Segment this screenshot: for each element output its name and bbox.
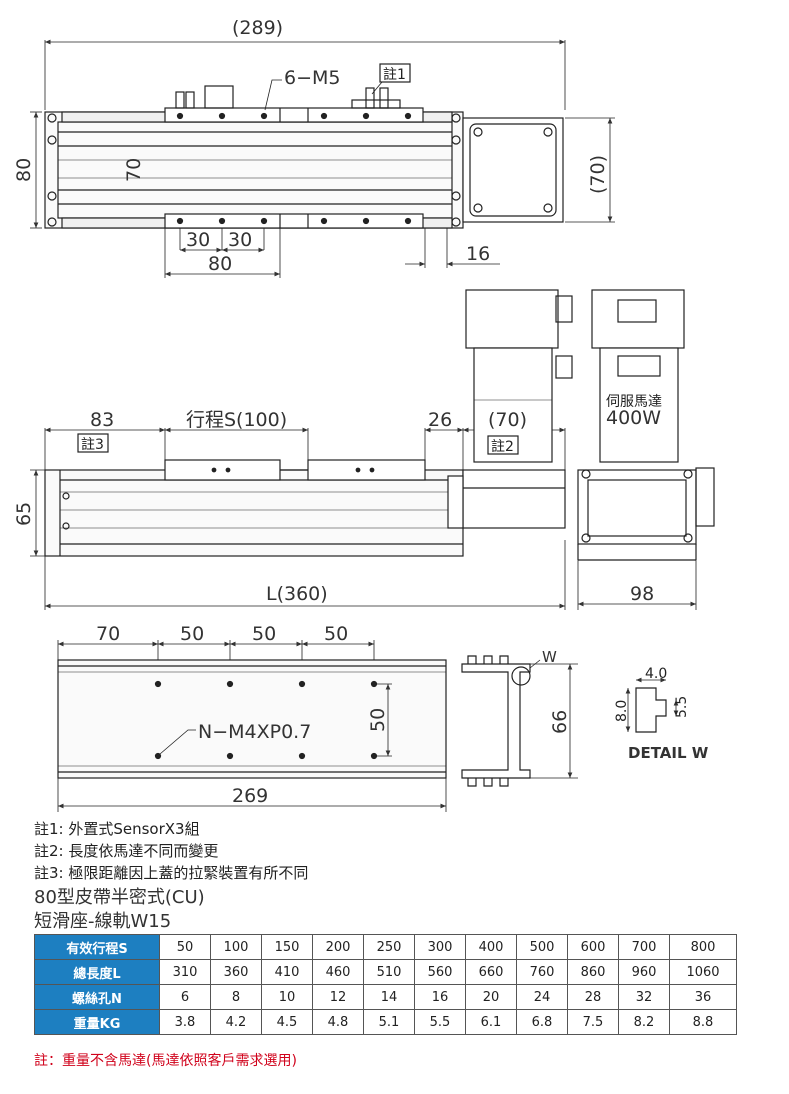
spec-cell: 6 bbox=[159, 984, 211, 1010]
spec-cell: 250 bbox=[363, 934, 415, 960]
spec-cell: 500 bbox=[516, 934, 568, 960]
note-2: 註2: 長度依馬達不同而變更 bbox=[34, 842, 219, 860]
technical-drawing: (289) 6−M5 註1 80 70 30 30 80 16 (70) bbox=[13, 17, 715, 812]
dim-base-70: 70 bbox=[96, 623, 120, 645]
spec-cell: 16 bbox=[414, 984, 466, 1010]
spec-cell: 3.8 bbox=[159, 1009, 211, 1035]
spec-cell: 36 bbox=[669, 984, 737, 1010]
spec-cell: 800 bbox=[669, 934, 737, 960]
spec-cell: 460 bbox=[312, 959, 364, 985]
dim-base-50-a: 50 bbox=[180, 623, 204, 645]
dim-carriage-80: 80 bbox=[208, 253, 232, 275]
dim-profile-66: 66 bbox=[549, 710, 571, 734]
dim-left-83: 83 bbox=[90, 409, 114, 431]
dim-pitch-2: 30 bbox=[228, 229, 252, 251]
spec-cell: 10 bbox=[261, 984, 313, 1010]
spec-cell: 860 bbox=[567, 959, 619, 985]
spec-cell: 300 bbox=[414, 934, 466, 960]
spec-row-label: 螺絲孔N bbox=[34, 984, 160, 1010]
spec-cell: 8.8 bbox=[669, 1009, 737, 1035]
spec-cell: 100 bbox=[210, 934, 262, 960]
weight-footnote: 註：重量不含馬達(馬達依照客戶需求選用) bbox=[34, 1053, 297, 1069]
spec-cell: 6.1 bbox=[465, 1009, 517, 1035]
spec-cell: 5.1 bbox=[363, 1009, 415, 1035]
motor-label-type: 伺服馬達 bbox=[606, 394, 662, 410]
spec-cell: 7.5 bbox=[567, 1009, 619, 1035]
dim-base-50-vertical: 50 bbox=[367, 708, 389, 732]
dim-motor-70: (70) bbox=[587, 155, 609, 194]
dim-total-length: L(360) bbox=[266, 583, 328, 605]
spec-cell: 5.5 bbox=[414, 1009, 466, 1035]
model-title: 80型皮帶半密式(CU) 短滑座-線軌W15 bbox=[34, 886, 205, 934]
spec-cell: 24 bbox=[516, 984, 568, 1010]
spec-cell: 4.5 bbox=[261, 1009, 313, 1035]
note-1: 註1: 外置式SensorX3組 bbox=[34, 820, 200, 838]
dim-inner-70: 70 bbox=[123, 158, 145, 182]
model-name: 80型皮帶半密式(CU) bbox=[34, 887, 205, 908]
spec-cell: 32 bbox=[618, 984, 670, 1010]
dim-motor-70-side: (70) bbox=[488, 409, 527, 431]
spec-cell: 28 bbox=[567, 984, 619, 1010]
base-view bbox=[57, 640, 679, 812]
spec-cell: 400 bbox=[465, 934, 517, 960]
note-tag-1: 註1 bbox=[383, 67, 406, 83]
spec-cell: 760 bbox=[516, 959, 568, 985]
spec-cell: 700 bbox=[618, 934, 670, 960]
spec-cell: 50 bbox=[159, 934, 211, 960]
spec-cell: 150 bbox=[261, 934, 313, 960]
spec-cell: 14 bbox=[363, 984, 415, 1010]
detail-w-label: DETAIL W bbox=[628, 744, 709, 762]
model-subtitle: 短滑座-線軌W15 bbox=[34, 911, 172, 932]
dim-height-65: 65 bbox=[13, 502, 35, 526]
dim-pitch-1: 30 bbox=[186, 229, 210, 251]
detail-dim-5-5: 5.5 bbox=[674, 696, 690, 718]
note-tag-2: 註2 bbox=[491, 439, 514, 455]
top-view bbox=[30, 39, 615, 278]
spec-cell: 1060 bbox=[669, 959, 737, 985]
note-3: 註3: 極限距離因上蓋的拉緊裝置有所不同 bbox=[34, 864, 309, 882]
side-view bbox=[30, 289, 715, 610]
spec-cell: 660 bbox=[465, 959, 517, 985]
detail-dim-4: 4.0 bbox=[645, 666, 667, 682]
dim-m5-holes: 6−M5 bbox=[284, 67, 341, 89]
spec-cell: 310 bbox=[159, 959, 211, 985]
spec-row-label: 有效行程S bbox=[34, 934, 160, 960]
spec-cell: 4.8 bbox=[312, 1009, 364, 1035]
spec-cell: 8 bbox=[210, 984, 262, 1010]
spec-cell: 12 bbox=[312, 984, 364, 1010]
spec-row-label: 總長度L bbox=[34, 959, 160, 985]
note-tag-3: 註3 bbox=[81, 437, 104, 453]
spec-cell: 8.2 bbox=[618, 1009, 670, 1035]
dim-base-50-c: 50 bbox=[324, 623, 348, 645]
dim-gap-26: 26 bbox=[428, 409, 452, 431]
spec-cell: 4.2 bbox=[210, 1009, 262, 1035]
dim-stroke: 行程S(100) bbox=[186, 409, 287, 431]
dim-thread-holes: N−M4XP0.7 bbox=[198, 721, 311, 743]
spec-cell: 360 bbox=[210, 959, 262, 985]
notes-block: 註1: 外置式SensorX3組 註2: 長度依馬達不同而變更 註3: 極限距離… bbox=[34, 818, 308, 884]
dim-base-269: 269 bbox=[232, 785, 268, 807]
spec-cell: 200 bbox=[312, 934, 364, 960]
motor-label-power: 400W bbox=[606, 407, 661, 429]
spec-cell: 560 bbox=[414, 959, 466, 985]
spec-cell: 600 bbox=[567, 934, 619, 960]
spec-row-label: 重量KG bbox=[34, 1009, 160, 1035]
spec-cell: 6.8 bbox=[516, 1009, 568, 1035]
spec-cell: 510 bbox=[363, 959, 415, 985]
dim-overall-length: (289) bbox=[232, 17, 283, 39]
spec-cell: 20 bbox=[465, 984, 517, 1010]
detail-dim-8: 8.0 bbox=[614, 700, 630, 722]
dim-offset-16: 16 bbox=[466, 243, 490, 265]
dim-base-50-b: 50 bbox=[252, 623, 276, 645]
spec-cell: 960 bbox=[618, 959, 670, 985]
detail-w-marker: W bbox=[542, 648, 557, 666]
dim-width-80: 80 bbox=[13, 158, 35, 182]
spec-cell: 410 bbox=[261, 959, 313, 985]
dim-end-width-98: 98 bbox=[630, 583, 654, 605]
